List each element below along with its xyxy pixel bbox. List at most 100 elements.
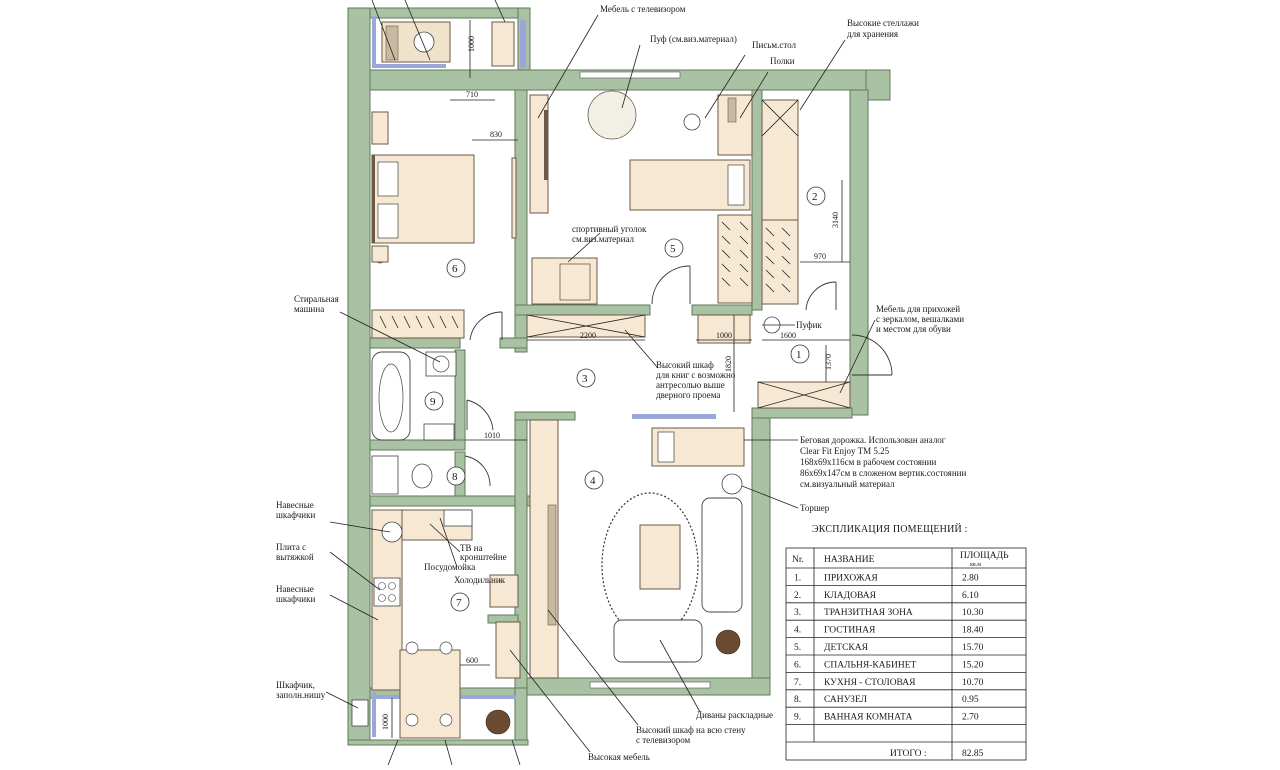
label-sofas: Диваны раскладные: [696, 710, 773, 720]
label-tall-wardrobe-2: для книг с возможно: [656, 370, 736, 380]
table-cell-no: 2.: [794, 591, 801, 601]
dimension-lines: [391, 20, 850, 738]
label-tv-bracket-2: кронштейне: [460, 552, 507, 562]
label-cabinet-niche-1: Шкафчик,: [276, 680, 315, 690]
table-cell-area: 2.70: [962, 713, 979, 723]
table-cell-area: 6.10: [962, 591, 979, 601]
dim-1000-a: 1000: [467, 36, 476, 52]
table-cell-area: 10.70: [962, 678, 984, 688]
dim-1000-c: 1000: [381, 714, 390, 730]
explication-table: ЭКСПЛИКАЦИЯ ПОМЕЩЕНИЙ : 1. ПРИХОЖАЯ 2.80 2.…: [785, 523, 1027, 761]
label-treadmill-2: Clear Fit Enjoy TM 5.25: [800, 446, 890, 456]
dim-2200: 2200: [580, 331, 596, 340]
total-value: 82.85: [962, 749, 984, 759]
label-stove-1: Плита с: [276, 542, 306, 552]
label-tall-wardrobe-4: дверного проема: [656, 390, 720, 400]
bathroom: [371, 351, 491, 495]
room-number-1: 1: [796, 349, 802, 361]
label-dishwasher: Посудомойка: [424, 562, 475, 572]
table-cell-name: ГОСТИНАЯ: [824, 626, 876, 636]
room-numbers: 1 2 3 4 5 6 7 8 9: [424, 186, 826, 612]
label-hall-furn-3: и местом для обуви: [876, 324, 951, 334]
table-cell-no: 7.: [794, 678, 801, 688]
room-number-5: 5: [670, 243, 676, 255]
label-pufik: Пуфик: [796, 320, 822, 330]
room-number-3: 3: [582, 373, 588, 385]
total-label: ИТОГО :: [890, 749, 927, 759]
col-header-name: НАЗВАНИЕ: [824, 555, 875, 565]
table-cell-area: 18.40: [962, 626, 984, 636]
table-cell-name: ПРИХОЖАЯ: [824, 573, 878, 583]
col-header-area-unit: кв.м: [970, 562, 981, 568]
label-pouf: Пуф (см.виз.материал): [650, 34, 737, 44]
table-cell-name: ДЕТСКАЯ: [824, 643, 869, 653]
table-cell-no: 6.: [794, 660, 801, 670]
col-header-area: ПЛОЩАДЬ: [960, 551, 1009, 561]
col-header-no: Nr.: [792, 555, 804, 565]
hallway: [697, 314, 893, 409]
table-cell-no: 1.: [794, 573, 801, 583]
table-cell-no: 8.: [794, 695, 801, 705]
label-tall-wardrobe-3: антресолью выше: [656, 380, 725, 390]
table-cell-no: 5.: [794, 643, 801, 653]
room-number-4: 4: [590, 475, 596, 487]
dimension-labels: 1000 710 830 3140 970 2200 1000 1820 160…: [381, 36, 840, 730]
label-fridge: Холодильник: [454, 575, 506, 585]
room-number-2: 2: [812, 191, 818, 203]
table-cell-area: 2.80: [962, 573, 979, 583]
label-tall-furniture: Высокая мебель: [588, 752, 650, 762]
label-tall-racks-2: для хранения: [847, 29, 898, 39]
dim-3140: 3140: [831, 212, 840, 228]
label-shelves: Полки: [770, 56, 795, 66]
label-tall-wardrobe-1: Высокий шкаф: [656, 360, 714, 370]
dim-600: 600: [466, 656, 478, 665]
table-cell-no: 4.: [794, 626, 801, 636]
label-sport-1: спортивный уголок: [572, 224, 647, 234]
label-washer-2: машина: [294, 304, 324, 314]
dim-1820: 1820: [724, 356, 733, 372]
label-treadmill-3: 168х69х116см в рабочем состоянии: [800, 457, 937, 467]
label-desk: Письм.стол: [752, 40, 797, 50]
label-washer-1: Стиральная: [294, 294, 339, 304]
dim-1010: 1010: [484, 431, 500, 440]
label-hall-furn-1: Мебель для прихожей: [876, 304, 960, 314]
label-cabinets2-1: Навесные: [276, 584, 314, 594]
table-cell-no: 3.: [794, 608, 801, 618]
table-cell-no: 9.: [794, 713, 801, 723]
leader-lines: [325, 0, 876, 766]
table-cell-area: 10.30: [962, 608, 984, 618]
dim-830: 830: [490, 130, 502, 139]
label-lamp: Торшер: [800, 503, 830, 513]
label-treadmill-4: 86х69х147см в сложеном вертик.состоянии: [800, 468, 966, 478]
storage-room: [761, 99, 837, 311]
kitchen: [351, 509, 519, 739]
label-sport-2: см.виз.материал: [572, 234, 635, 244]
table-cell-name: СПАЛЬНЯ-КАБИНЕТ: [824, 660, 916, 670]
explication-title: ЭКСПЛИКАЦИЯ ПОМЕЩЕНИЙ :: [812, 523, 968, 535]
bedroom: [371, 111, 517, 341]
living-room: [495, 419, 745, 679]
table-cell-area: 15.20: [962, 660, 984, 670]
room-number-6: 6: [452, 263, 458, 275]
room-number-9: 9: [430, 396, 436, 408]
transit-zone: [466, 314, 646, 431]
table-cell-area: 0.95: [962, 695, 979, 705]
label-tv-furniture: Мебель с телевизором: [600, 4, 686, 14]
top-loggia: [381, 20, 526, 68]
kids-room: [529, 90, 753, 305]
table-cell-name: ТРАНЗИТНАЯ ЗОНА: [824, 608, 913, 618]
label-hall-furn-2: с зеркалом, вешалками: [876, 314, 964, 324]
dim-1000-b: 1000: [716, 331, 732, 340]
room-number-7: 7: [456, 597, 462, 609]
dim-1370: 1370: [824, 354, 833, 370]
table-cell-area: 15.70: [962, 643, 984, 653]
table-cell-name: САНУЗЕЛ: [824, 695, 868, 705]
label-cabinets1-2: шкафчики: [276, 510, 315, 520]
dim-710: 710: [466, 90, 478, 99]
label-treadmill-1: Беговая дорожка. Использован аналог: [800, 435, 946, 445]
label-tall-racks-1: Высокие стеллажи: [847, 18, 919, 28]
label-cabinets2-2: шкафчики: [276, 594, 315, 604]
